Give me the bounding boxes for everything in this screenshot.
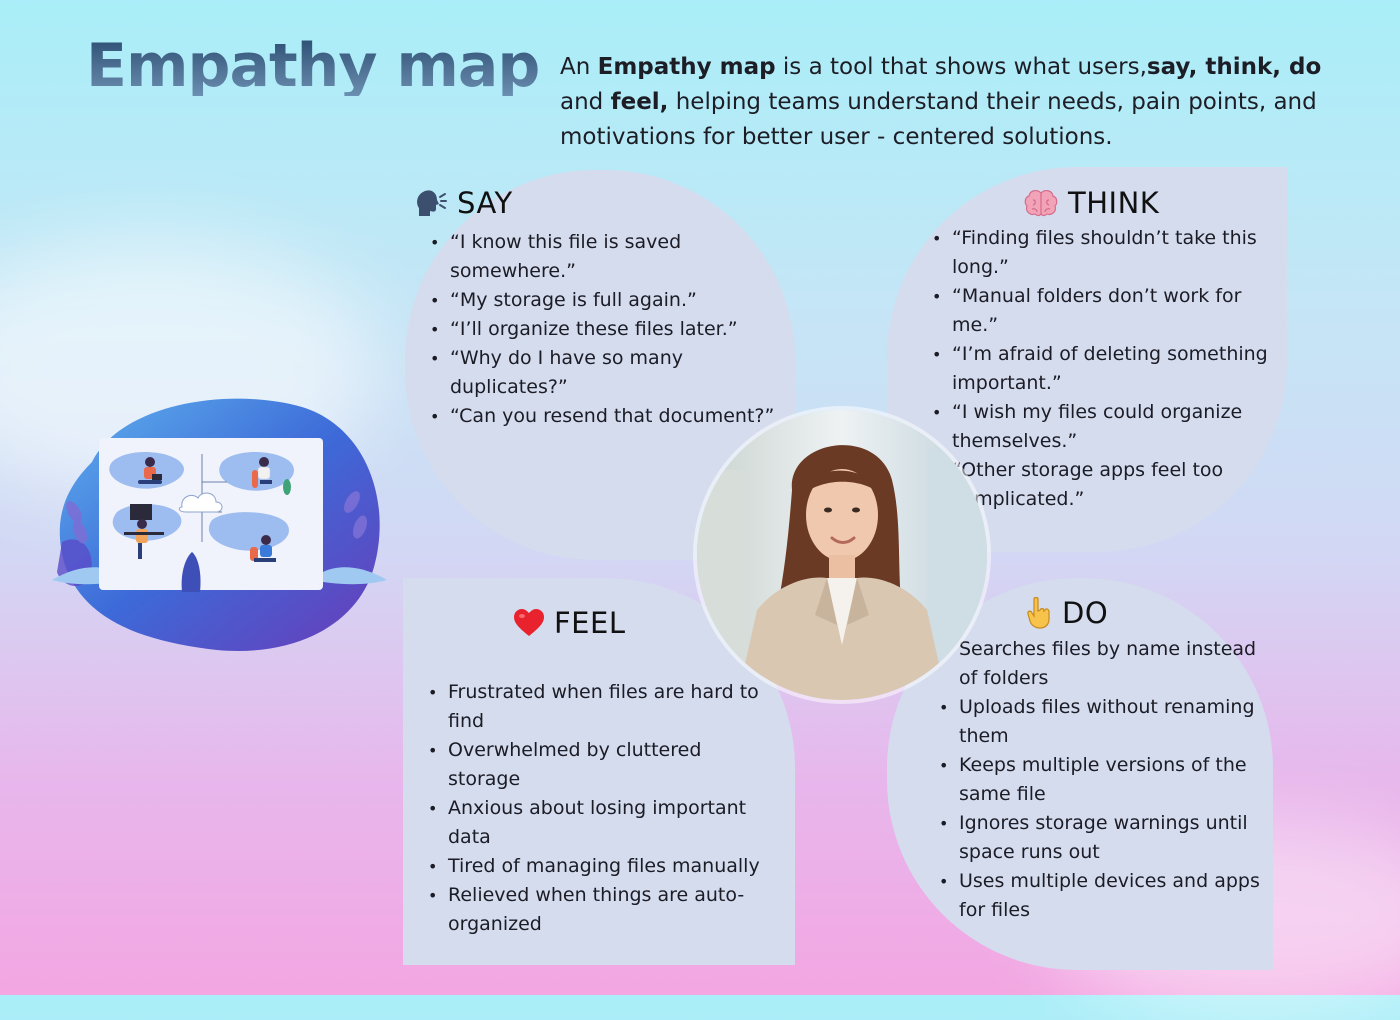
page-title: Empathy map: [86, 31, 540, 101]
do-item: Keeps multiple versions of the same file: [939, 751, 1269, 809]
say-item: “Why do I have so many duplicates?”: [430, 344, 790, 402]
intro-bold: feel,: [610, 89, 669, 115]
think-item: “Manual folders don’t work for me.”: [932, 282, 1287, 340]
do-item: Searches files by name instead of folder…: [939, 635, 1269, 693]
think-item: “Other storage apps feel too complicated…: [932, 456, 1287, 514]
say-item: “I’ll organize these files later.”: [430, 315, 790, 344]
feel-item: Frustrated when files are hard to find: [428, 678, 773, 736]
think-heading: THINK: [1024, 186, 1159, 220]
intro-bold: say, think, do: [1146, 54, 1322, 80]
speaking-head-icon: [415, 188, 447, 218]
feel-heading: FEEL: [514, 606, 625, 640]
intro-part: helping teams understand their needs, pa…: [560, 89, 1317, 150]
feel-item: Overwhelmed by cluttered storage: [428, 736, 773, 794]
team-illustration: [52, 392, 387, 654]
think-item: “I wish my files could organize themselv…: [932, 398, 1287, 456]
say-heading: SAY: [415, 186, 513, 220]
do-item: Uploads files without renaming them: [939, 693, 1269, 751]
do-label: DO: [1062, 596, 1109, 630]
feel-list: Frustrated when files are hard to findOv…: [428, 678, 773, 939]
feel-label: FEEL: [554, 606, 626, 640]
do-item: Uses multiple devices and apps for files: [939, 867, 1269, 925]
say-list: “I know this file is saved somewhere.”“M…: [430, 228, 790, 431]
think-list: “Finding files shouldn’t take this long.…: [932, 224, 1287, 514]
intro-text: An Empathy map is a tool that shows what…: [560, 50, 1360, 155]
intro-part: and: [560, 89, 611, 115]
say-label: SAY: [457, 186, 513, 220]
feel-item: Anxious about losing important data: [428, 794, 773, 852]
red-heart-icon: [514, 609, 544, 637]
feel-item: Relieved when things are auto-organized: [428, 881, 773, 939]
do-list: Searches files by name instead of folder…: [939, 635, 1269, 925]
intro-part: An: [560, 54, 598, 80]
say-item: “My storage is full again.”: [430, 286, 790, 315]
pointing-hand-icon: [1026, 597, 1052, 629]
think-label: THINK: [1068, 186, 1160, 220]
do-item: Ignores storage warnings until space run…: [939, 809, 1269, 867]
say-item: “I know this file is saved somewhere.”: [430, 228, 790, 286]
say-item: “Can you resend that document?”: [430, 402, 790, 431]
brain-icon: [1024, 188, 1058, 218]
intro-part: is a tool that shows what users,: [775, 54, 1147, 80]
think-item: “Finding files shouldn’t take this long.…: [932, 224, 1287, 282]
do-heading: DO: [1026, 596, 1108, 630]
feel-item: Tired of managing files manually: [428, 852, 773, 881]
intro-bold: Empathy map: [597, 54, 776, 80]
persona-portrait: [697, 410, 987, 700]
think-item: “I’m afraid of deleting something import…: [932, 340, 1287, 398]
